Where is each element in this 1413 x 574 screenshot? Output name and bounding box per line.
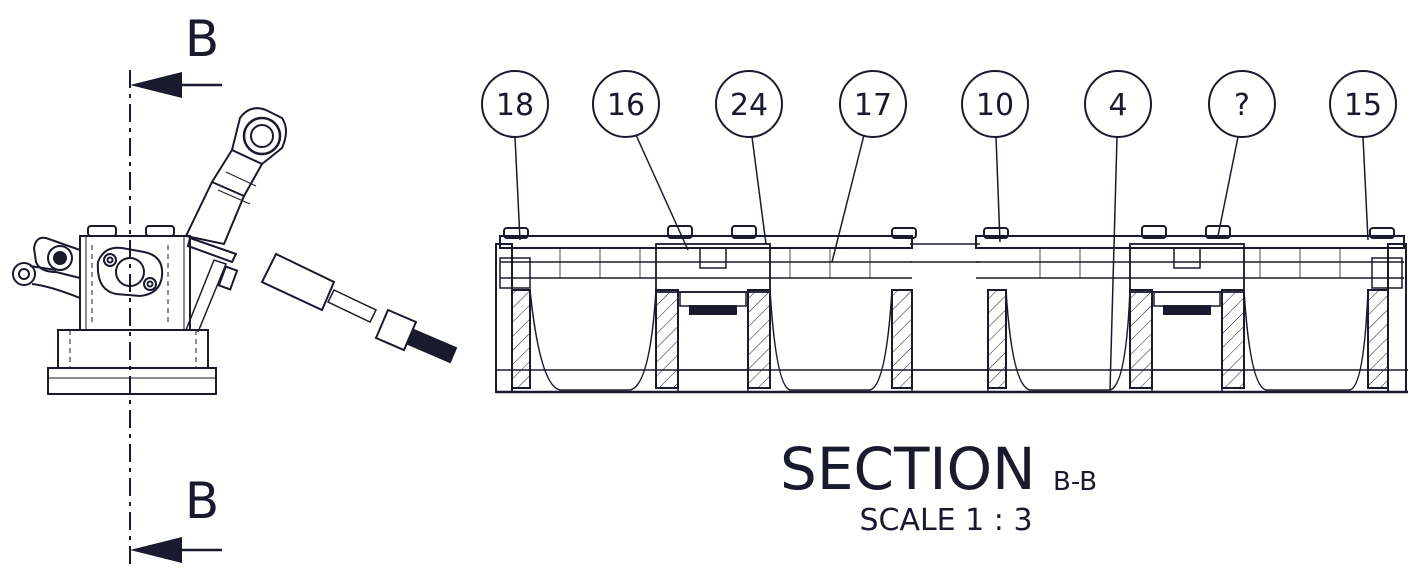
- fitting-nut: [374, 308, 418, 352]
- fitting-stem: [326, 289, 378, 323]
- section-letter-bottom: B: [185, 472, 219, 530]
- balloon-leader: [831, 134, 865, 263]
- section-letter-top: B: [185, 10, 219, 68]
- base-tray-1: [677, 369, 749, 393]
- wall-2: [655, 289, 679, 389]
- connector-module-left: [655, 225, 771, 315]
- balloon-leader: [635, 134, 689, 251]
- balloon-label: 16: [607, 88, 645, 123]
- balloon-label: 24: [730, 88, 768, 123]
- balloon-label: 17: [854, 88, 892, 123]
- balloon-circle: [592, 70, 660, 138]
- exploded-fittings: [260, 252, 458, 364]
- balloon-17: 17: [831, 70, 907, 263]
- balloon-16: 16: [592, 70, 689, 251]
- hinge-bracket: [32, 236, 81, 279]
- wall-5: [987, 289, 1007, 389]
- base-plate: [47, 367, 217, 395]
- balloon-label: 15: [1344, 88, 1382, 123]
- top-cap-right: [145, 225, 175, 237]
- connector-module-right: [1129, 225, 1245, 315]
- balloon-circle: [1084, 70, 1152, 138]
- injector-arm: [184, 107, 287, 333]
- balloon-label: 10: [976, 88, 1014, 123]
- balloon-label: ?: [1234, 88, 1250, 123]
- section-cut-indicator: B B: [129, 10, 222, 565]
- balloon-leader: [514, 136, 521, 241]
- section-bb-view: [495, 225, 1408, 394]
- flange-plate: [96, 246, 164, 298]
- end-block-left: [495, 243, 513, 393]
- section-scale: SCALE 1 : 3: [859, 503, 1032, 538]
- top-cap-left: [87, 225, 117, 237]
- hinge-knob: [12, 262, 36, 286]
- section-arrow-top-head: [130, 72, 182, 98]
- fitting-body: [260, 252, 336, 312]
- wall-8: [1367, 289, 1389, 389]
- balloon-circle: [715, 70, 783, 138]
- section-title: SECTION: [780, 435, 1036, 503]
- balloon-24: 24: [715, 70, 783, 245]
- balloon-leader: [1109, 136, 1118, 391]
- hatched-walls: [511, 289, 1389, 389]
- lower-body: [57, 329, 209, 369]
- balloon-leader: [1362, 136, 1369, 241]
- arm-clamp: [186, 236, 238, 264]
- section-title-suffix: B-B: [1053, 467, 1097, 497]
- wall-1: [511, 289, 531, 389]
- balloon-circle: [1208, 70, 1276, 138]
- fitting-thread: [406, 328, 458, 364]
- end-block-right: [1387, 243, 1407, 393]
- balloon-leader: [751, 136, 767, 245]
- balloon-callouts: 18 16 24 17 10 4 ?: [481, 70, 1397, 391]
- injector-port-outer: [242, 116, 282, 156]
- arm-screw: [217, 265, 239, 291]
- balloon-label: 4: [1108, 88, 1127, 123]
- balloon-leader: [1217, 136, 1239, 237]
- chamber-4: [1243, 289, 1369, 391]
- chamber-2: [769, 289, 893, 391]
- hinge-pin-outer: [47, 245, 73, 271]
- base-tray-2: [911, 369, 989, 393]
- wall-7: [1221, 289, 1245, 389]
- chamber-1: [529, 289, 657, 391]
- wall-3: [747, 289, 771, 389]
- lid-right: [975, 235, 1405, 249]
- balloon-4: 4: [1084, 70, 1152, 391]
- balloon-10: 10: [961, 70, 1029, 243]
- injector-port-inner: [250, 124, 274, 148]
- lid-left: [499, 235, 913, 249]
- section-title-block: SECTION B-B SCALE 1 : 3: [780, 435, 1097, 538]
- wall-6: [1129, 289, 1153, 389]
- wall-4: [891, 289, 913, 389]
- balloon-unknown: ?: [1208, 70, 1276, 237]
- chamber-3: [1005, 289, 1131, 391]
- balloon-18: 18: [481, 70, 549, 241]
- flange-bolt-top: [103, 253, 117, 267]
- balloon-circle: [839, 70, 907, 138]
- balloon-15: 15: [1329, 70, 1397, 241]
- balloon-circle: [961, 70, 1029, 138]
- section-arrow-bottom-head: [130, 537, 182, 563]
- balloon-label: 18: [496, 88, 534, 123]
- flange-bolt-bottom: [143, 277, 157, 291]
- side-view-assembly: [12, 107, 458, 395]
- balloon-leader: [995, 136, 1001, 243]
- base-tray-3: [1151, 369, 1223, 393]
